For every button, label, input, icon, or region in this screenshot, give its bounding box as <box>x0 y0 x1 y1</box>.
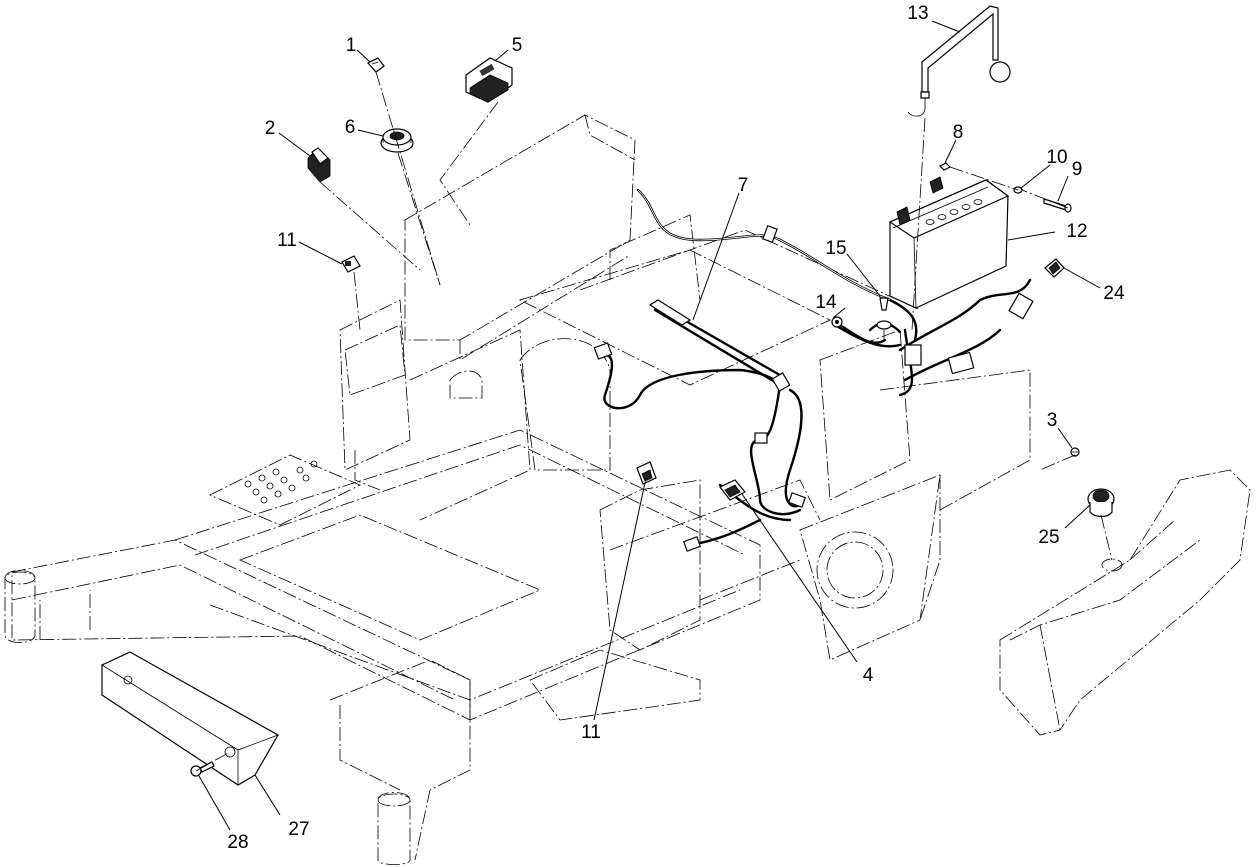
rear-cover <box>999 469 1251 736</box>
callout-3: 3 <box>1047 410 1058 431</box>
callout-labels: 1 2 3 4 5 6 7 8 9 10 11 11 12 13 14 15 2… <box>227 3 1125 853</box>
callout-10: 10 <box>1046 147 1067 168</box>
callout-11-lower: 11 <box>581 722 601 743</box>
callout-13: 13 <box>907 3 928 24</box>
callout-2: 2 <box>265 118 276 139</box>
callout-4: 4 <box>863 665 874 686</box>
battery-caps <box>925 199 983 225</box>
part-5-switch <box>465 57 513 103</box>
part-27-plate <box>101 651 279 786</box>
callout-24: 24 <box>1103 283 1125 304</box>
part-15-bolt <box>876 297 892 330</box>
part-4-connector <box>719 479 746 501</box>
part-3-screw <box>1070 447 1080 457</box>
part-2-switch <box>307 147 331 183</box>
part-28-bolt <box>190 761 215 777</box>
assembly-lines <box>195 71 1113 772</box>
part-14-cable <box>831 316 887 344</box>
chassis-frame <box>4 114 1031 865</box>
part-12-battery <box>888 176 1010 309</box>
callout-1: 1 <box>346 35 357 56</box>
part-13-rod <box>907 5 1011 117</box>
part-9-bolt <box>1043 198 1072 213</box>
leader-lines <box>198 20 1101 831</box>
part-1-cap <box>367 57 385 73</box>
callout-12: 12 <box>1066 221 1087 242</box>
part-6-lens <box>380 128 414 153</box>
part-25-outlet <box>1087 488 1115 518</box>
callout-9: 9 <box>1072 159 1083 180</box>
part-24-plug <box>1044 258 1065 278</box>
callout-8: 8 <box>953 122 964 143</box>
callout-6: 6 <box>345 117 356 138</box>
callout-7: 7 <box>738 175 749 196</box>
callout-27: 27 <box>288 819 309 840</box>
part-11-connector-upper <box>341 255 361 273</box>
footplate-holes <box>244 460 318 504</box>
callout-11-upper: 11 <box>277 230 297 251</box>
callout-5: 5 <box>512 35 523 56</box>
callout-28: 28 <box>227 832 248 853</box>
callout-15: 15 <box>825 238 846 259</box>
part-7-harness <box>648 299 692 326</box>
callout-14: 14 <box>815 292 837 313</box>
part-8-nut <box>938 162 952 171</box>
part-11-connector-lower <box>636 461 657 485</box>
callout-25: 25 <box>1038 527 1059 548</box>
